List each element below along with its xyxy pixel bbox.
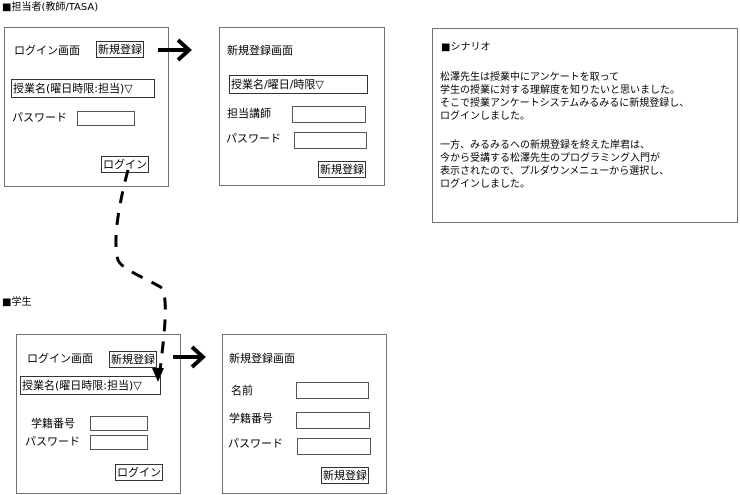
student-login-screen: ログイン画面 新規登録 授業名(曜日時限:担当)▽ 学籍番号 パスワード ログイ… [16,334,181,494]
teacher-register-password-input[interactable] [294,132,367,149]
teacher-register-button[interactable]: 新規登録 [96,41,144,58]
student-register-heading: 新規登録画面 [229,352,295,365]
teacher-login-screen: ログイン画面 新規登録 授業名(曜日時限:担当)▽ パスワード ログイン [4,27,169,187]
teacher-course-select[interactable]: 授業名(曜日時限:担当)▽ [11,79,155,98]
scenario-paragraph-1: 松澤先生は授業中にアンケートを取って 学生の授業に対する理解度を知りたいと思いま… [440,72,690,122]
student-password-input[interactable] [90,435,148,450]
student-password-label: パスワード [25,435,80,448]
student-register-screen: 新規登録画面 名前 学籍番号 パスワード 新規登録 [222,334,387,494]
student-login-button[interactable]: ログイン [115,464,163,481]
scenario-title: ■シナリオ [441,42,491,53]
student-name-label: 名前 [231,384,253,397]
student-register-password-label: パスワード [228,437,283,450]
student-register-password-input[interactable] [297,438,371,455]
student-course-select[interactable]: 授業名(曜日時限:担当)▽ [20,376,161,395]
student-register-id-label: 学籍番号 [229,412,273,425]
teacher-section-title: ■担当者(教師/TASA) [2,2,99,13]
student-id-input[interactable] [90,416,148,431]
teacher-register-submit-button[interactable]: 新規登録 [318,161,366,178]
teacher-register-password-label: パスワード [226,132,281,145]
teacher-register-screen: 新規登録画面 授業名/曜日/時限▽ 担当講師 パスワード 新規登録 [219,27,385,186]
student-register-id-input[interactable] [296,412,370,429]
student-login-heading: ログイン画面 [27,352,93,365]
teacher-password-label: パスワード [12,111,67,124]
teacher-register-heading: 新規登録画面 [227,44,293,57]
teacher-login-heading: ログイン画面 [14,44,80,57]
teacher-password-input[interactable] [77,111,135,126]
student-register-submit-button[interactable]: 新規登録 [321,467,369,484]
scenario-paragraph-2: 一方、みるみるへの新規登録を終えた岸君は、 今から受講する松澤先生のプログラミン… [440,140,670,190]
student-section-title: ■学生 [2,297,32,308]
student-id-label: 学籍番号 [31,417,75,430]
teacher-login-button[interactable]: ログイン [101,156,149,173]
teacher-instructor-input[interactable] [292,106,366,123]
student-name-input[interactable] [296,382,369,399]
student-register-button[interactable]: 新規登録 [109,351,157,368]
teacher-instructor-label: 担当講師 [227,107,271,120]
teacher-register-course-select[interactable]: 授業名/曜日/時限▽ [229,75,368,94]
scenario-box: ■シナリオ 松澤先生は授業中にアンケートを取って 学生の授業に対する理解度を知り… [432,28,738,223]
